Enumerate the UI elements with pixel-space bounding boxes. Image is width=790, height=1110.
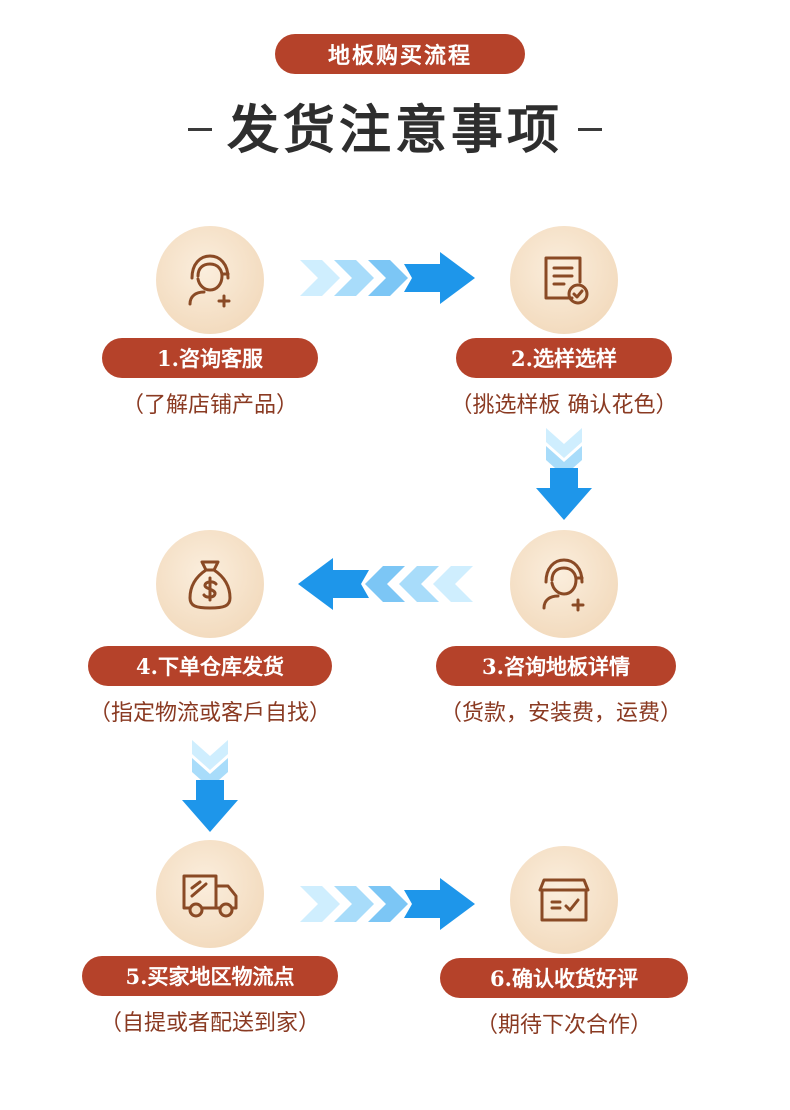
arrow-right-icon: [300, 252, 475, 304]
step-5-sub: （自提或者配送到家）: [99, 1011, 320, 1036]
arrow-down-icon: [182, 740, 238, 832]
arrow-down-icon: [536, 428, 592, 520]
money-bag-icon: [188, 560, 232, 610]
arrow-left-icon: [298, 558, 473, 610]
step-2-circle: [510, 226, 618, 334]
received-box-icon: [538, 878, 590, 922]
step-4-sub: （指定物流或客戶自找）: [88, 701, 331, 726]
step-4-circle: [156, 530, 264, 638]
process-pill: 地板购买流程: [275, 34, 525, 74]
step-3-sub: （货款，安装费，运费）: [439, 701, 682, 726]
delivery-truck-icon: [182, 874, 238, 918]
step-6-sub: （期待下次合作）: [475, 1013, 652, 1038]
arrow-right-icon: [300, 878, 475, 930]
step-2-sub: （挑选样板 确认花色）: [450, 393, 678, 418]
customer-service-icon: [188, 254, 231, 308]
step-5-circle: [156, 840, 264, 948]
step-5-label: 5.买家地区物流点: [82, 956, 338, 996]
page-title: 发货注意事项: [226, 101, 563, 161]
document-check-icon: [544, 256, 589, 305]
step-2-label: 2.选样选样: [456, 338, 672, 378]
customer-service-icon: [542, 558, 585, 612]
title-dash-left: [188, 128, 212, 131]
step-1-sub: （了解店铺产品）: [121, 393, 298, 418]
step-1-label: 1.咨询客服: [102, 338, 318, 378]
step-6-label: 6.确认收货好评: [440, 958, 688, 998]
step-6-circle: [510, 846, 618, 954]
title-dash-right: [578, 128, 602, 131]
step-3-circle: [510, 530, 618, 638]
step-1-circle: [156, 226, 264, 334]
step-3-label: 3.咨询地板详情: [436, 646, 676, 686]
step-4-label: 4.下单仓库发货: [88, 646, 332, 686]
